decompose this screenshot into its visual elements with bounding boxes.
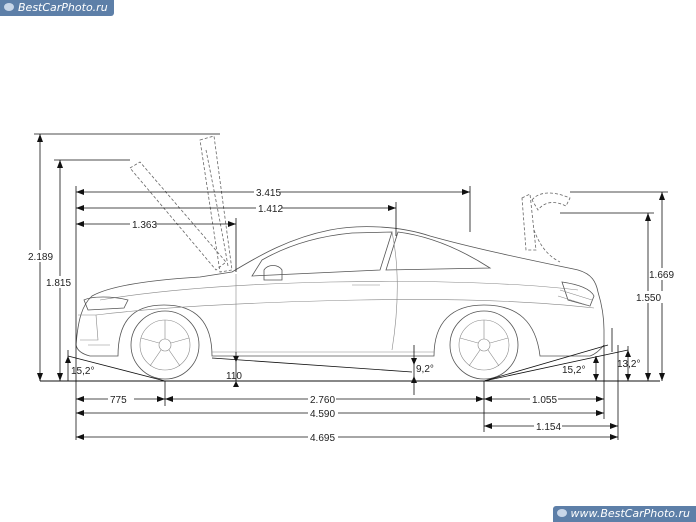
dim-hood-to-pillar: [76, 218, 237, 272]
label-front-height: 1.815: [46, 278, 71, 289]
dim-wheelbase: [165, 381, 485, 432]
dim-rear-height: [560, 212, 664, 381]
dim-rear-height-trunk: [570, 191, 677, 381]
dim-interior-length: [76, 186, 471, 232]
dim-approach: [65, 350, 71, 381]
dim-roof-length: [76, 202, 397, 236]
label-rear-overhang: 1.055: [532, 395, 557, 406]
watermark-top: BestCarPhoto.ru: [0, 0, 114, 16]
label-overall-length-hitch: 4.695: [310, 433, 335, 444]
dim-front-overhang: [76, 381, 166, 406]
approach-line: [67, 355, 166, 382]
watermark-top-text: BestCarPhoto.ru: [18, 1, 108, 14]
departure-line: [483, 344, 609, 382]
dim-overall-length: [76, 407, 604, 419]
dim-front-height: [44, 159, 130, 381]
camera-logo-icon: [4, 3, 14, 11]
label-departure-angle: 15,2°: [562, 365, 585, 376]
label-hood-to-pillar: 1.363: [132, 220, 157, 231]
camera-logo-icon: [556, 509, 567, 517]
label-departure-angle-hitch: 13,2°: [617, 359, 640, 370]
dim-departure: [593, 356, 599, 381]
dim-overall-length-hitch: [76, 431, 618, 443]
dim-ground-clearance: [233, 352, 239, 387]
dim-rear-overhang: [484, 345, 605, 419]
label-hitch-extension: 1.154: [536, 422, 561, 433]
watermark-bottom: www.BestCarPhoto.ru: [552, 506, 696, 522]
car-outline: [75, 226, 605, 380]
label-total-height: 2.189: [28, 252, 53, 263]
label-rear-height: 1.550: [636, 293, 661, 304]
label-wheelbase: 2.760: [310, 395, 335, 406]
watermark-bottom-text: www.BestCarPhoto.ru: [570, 507, 690, 520]
dim-total-height: [26, 133, 220, 381]
open-trunk: [521, 192, 571, 263]
dim-hitch-extension: [484, 345, 619, 440]
label-front-overhang: 775: [110, 395, 127, 406]
breakover-line: [211, 357, 413, 373]
label-overall-length: 4.590: [310, 409, 335, 420]
dim-breakover: [411, 345, 417, 395]
departure-line-hitch: [483, 349, 629, 382]
label-interior-length: 3.415: [256, 188, 281, 199]
label-roof-length: 1.412: [258, 204, 283, 215]
label-approach-angle: 15,2°: [71, 366, 94, 377]
label-rear-height-trunk: 1.669: [649, 270, 674, 281]
label-breakover-angle: 9,2°: [416, 364, 434, 375]
open-hood: [129, 135, 233, 273]
dim-departure-hitch: [611, 328, 631, 381]
label-ground-clearance: 110: [226, 371, 242, 382]
